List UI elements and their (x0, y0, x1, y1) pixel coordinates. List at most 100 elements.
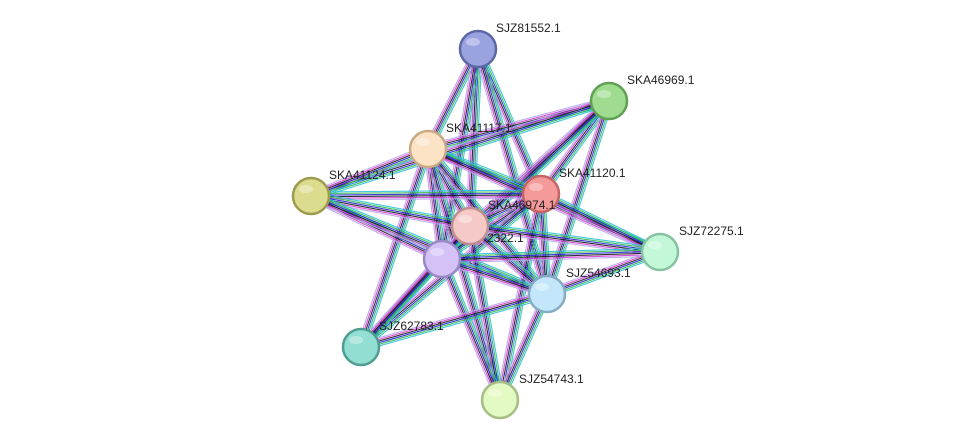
edge-strand (358, 148, 427, 347)
edge-strand (547, 101, 611, 295)
edge-strand (501, 194, 544, 401)
node-sjz72275-1[interactable] (640, 232, 680, 272)
node-ska41124-1[interactable] (291, 176, 331, 216)
node-circle[interactable] (408, 129, 448, 169)
edge-strand (426, 96, 609, 146)
nodes-layer (291, 29, 680, 420)
edge-strand (311, 149, 429, 198)
edge-strand (428, 146, 543, 193)
node-ska41117-1[interactable] (408, 129, 448, 169)
node-highlight (430, 248, 444, 256)
edge-ska41117-1-sjz62783-1 (356, 147, 433, 349)
node-circle[interactable] (640, 232, 680, 272)
node-circle[interactable] (458, 29, 498, 69)
node-highlight (535, 283, 549, 291)
edge-strand (311, 102, 610, 199)
edge-strand (497, 292, 546, 400)
edge-sjz72275-1-sjz54693-1 (545, 247, 662, 299)
edge-strand (547, 252, 661, 296)
edge-ska41120-1-sjz72275-1 (539, 189, 662, 257)
node-sjz72322-1[interactable] (422, 239, 462, 279)
edge-strand (310, 98, 609, 195)
edge-strand (545, 249, 660, 293)
edge-ska46969-1-ska46974-1 (466, 97, 613, 230)
node-highlight (529, 183, 543, 191)
node-label-sjz81552-1: SJZ81552.1 (496, 21, 561, 35)
edge-strand (539, 195, 660, 255)
edge-strand (312, 104, 611, 201)
edge-strand (442, 258, 502, 400)
edge-strand (311, 194, 542, 198)
edge-strand (363, 261, 446, 351)
edge-strand (310, 189, 541, 193)
edge-strand (311, 193, 549, 293)
edge-strand (364, 150, 433, 349)
edge-strand (445, 257, 505, 399)
edge-strand (310, 99, 609, 196)
edge-strand (439, 259, 499, 402)
edge-strand (441, 247, 660, 256)
node-sjz54743-1[interactable] (480, 380, 520, 420)
node-circle[interactable] (291, 176, 331, 216)
edge-strand (472, 103, 613, 230)
node-highlight (416, 138, 430, 146)
node-circle[interactable] (422, 239, 462, 279)
edge-strand (470, 101, 610, 228)
node-label-ska41124-1: SKA41124.1 (329, 168, 396, 182)
edge-strand (542, 189, 662, 249)
edge-strand (478, 48, 549, 294)
edge-strand (426, 150, 541, 197)
node-sjz54693-1[interactable] (527, 274, 567, 314)
node-highlight (458, 215, 472, 223)
edge-strand (309, 199, 441, 264)
node-circle[interactable] (521, 174, 561, 214)
node-ska46974-1[interactable] (450, 206, 490, 246)
node-label-sjz62783-1: SJZ62783.1 (379, 319, 444, 333)
node-highlight (299, 185, 313, 193)
edge-strand (468, 98, 608, 225)
node-ska41120-1[interactable] (521, 174, 561, 214)
edge-strand (310, 191, 541, 195)
edge-strand (311, 150, 430, 199)
node-label-sjz72322-1: 2322.1 (487, 231, 524, 245)
edge-strand (311, 101, 610, 198)
edge-strand (548, 255, 662, 299)
node-label-sjz72275-1: SJZ72275.1 (679, 224, 744, 238)
edge-strand (443, 257, 503, 400)
edge-strand (545, 100, 609, 294)
node-highlight (466, 38, 480, 46)
node-highlight (648, 241, 662, 249)
edge-strand (470, 225, 502, 400)
node-highlight (349, 336, 363, 344)
edge-strand (362, 149, 431, 348)
edge-strand (357, 255, 440, 345)
node-ska46969-1[interactable] (589, 81, 629, 121)
node-sjz62783-1[interactable] (341, 327, 381, 367)
node-circle[interactable] (527, 274, 567, 314)
edge-strand (498, 293, 547, 400)
edge-strand (309, 96, 608, 193)
edge-strand (547, 253, 662, 297)
edge-ska46969-1-ska41124-1 (309, 96, 611, 201)
edge-strand (442, 253, 661, 262)
edge-strand (429, 144, 543, 191)
edge-strand (437, 260, 497, 402)
edge-strand (311, 194, 471, 226)
edge-strand (469, 99, 609, 226)
edge-ska46974-1-sjz72275-1 (469, 221, 661, 257)
edge-strand (442, 252, 661, 261)
node-circle[interactable] (341, 327, 381, 367)
edge-strand (441, 250, 660, 259)
node-label-ska41120-1: SKA41120.1 (559, 166, 626, 180)
edge-strand (359, 148, 428, 347)
edge-strand (311, 193, 471, 225)
node-sjz81552-1[interactable] (458, 29, 498, 69)
node-circle[interactable] (480, 380, 520, 420)
node-circle[interactable] (589, 81, 629, 121)
node-label-ska41117-1: SKA41117.1 (446, 121, 512, 135)
node-label-sjz54743-1: SJZ54743.1 (519, 372, 584, 386)
node-circle[interactable] (450, 206, 490, 246)
edge-ska46969-1-sjz54693-1 (542, 99, 614, 296)
edge-strand (470, 223, 661, 251)
edge-strand (359, 289, 547, 344)
